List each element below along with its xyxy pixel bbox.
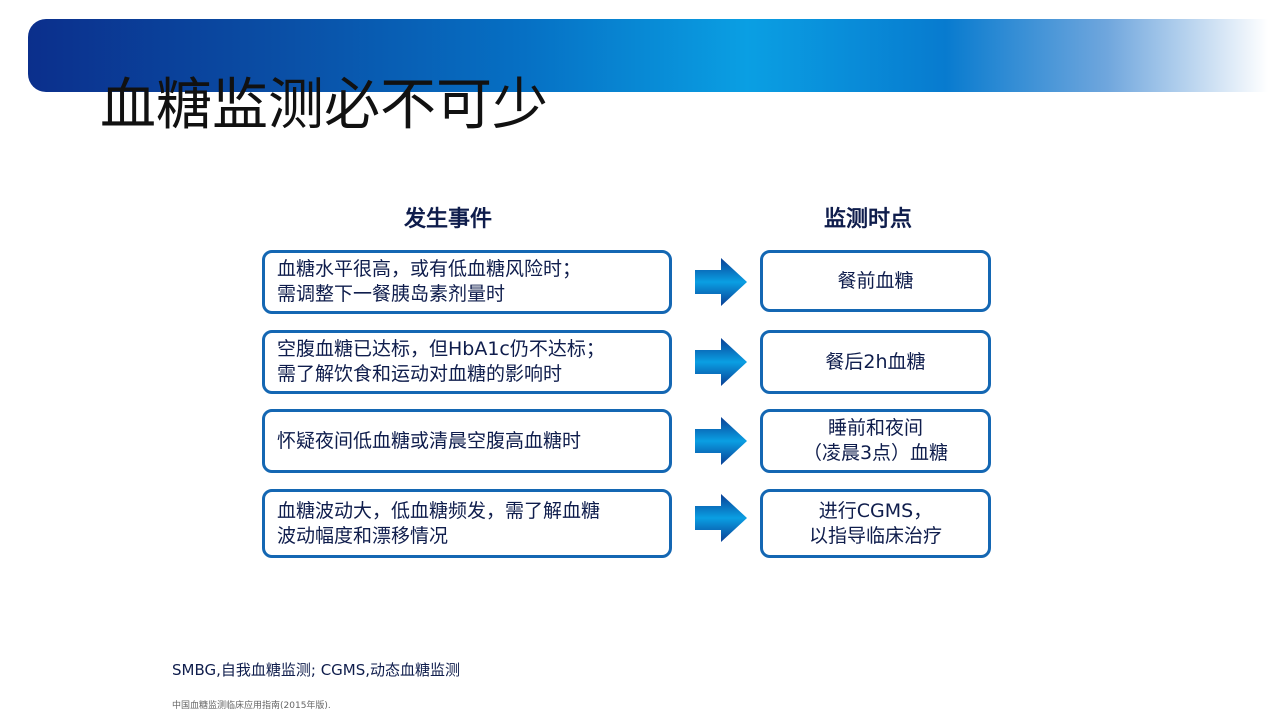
- event-text: 血糖水平很高，或有低血糖风险时；: [277, 258, 582, 280]
- arrow-right-icon: [695, 417, 747, 465]
- event-box: 血糖水平很高，或有低血糖风险时； 需调整下一餐胰岛素剂量时: [262, 250, 672, 314]
- arrow-right-icon: [695, 258, 747, 306]
- timing-text: 睡前和夜间: [827, 417, 923, 439]
- header-banner: [28, 19, 1268, 92]
- timing-box: 睡前和夜间 （凌晨3点）血糖: [760, 409, 991, 473]
- timing-text: 餐后2h血糖: [825, 350, 926, 373]
- arrow-right-icon: [695, 338, 747, 386]
- event-text: 需了解饮食和运动对血糖的影响时: [277, 363, 563, 385]
- timing-text: 以指导临床治疗: [808, 524, 942, 547]
- timing-box: 进行CGMS， 以指导临床治疗: [760, 489, 991, 558]
- event-box: 空腹血糖已达标，但HbA1c仍不达标； 需了解饮食和运动对血糖的影响时: [262, 330, 672, 394]
- timing-column-header: 监测时点: [824, 207, 913, 232]
- events-column-header: 发生事件: [404, 207, 493, 232]
- abbreviation-footnote: SMBG,自我血糖监测; CGMS,动态血糖监测: [172, 661, 461, 679]
- event-text: 血糖波动大，低血糖频发，需了解血糖: [277, 499, 601, 522]
- timing-text: 餐前血糖: [837, 269, 914, 292]
- arrow-right-icon-graphic: [695, 258, 747, 306]
- timing-text: （凌晨3点）血糖: [802, 442, 949, 464]
- event-text: 波动幅度和漂移情况: [277, 524, 449, 547]
- event-box: 血糖波动大，低血糖频发，需了解血糖 波动幅度和漂移情况: [262, 489, 672, 558]
- page-title: 血糖监测必不可少: [100, 73, 548, 138]
- arrow-right-icon-graphic: [695, 338, 747, 386]
- arrow-right-icon-graphic: [695, 494, 747, 542]
- reference-citation: 中国血糖监测临床应用指南(2015年版).: [172, 701, 331, 711]
- timing-box: 餐后2h血糖: [760, 330, 991, 394]
- event-text: 需调整下一餐胰岛素剂量时: [277, 283, 506, 305]
- event-text: 空腹血糖已达标，但HbA1c仍不达标；: [277, 338, 605, 360]
- arrow-right-icon-graphic: [695, 417, 747, 465]
- event-box: 怀疑夜间低血糖或清晨空腹高血糖时: [262, 409, 672, 473]
- timing-text: 进行CGMS，: [818, 499, 933, 522]
- timing-box: 餐前血糖: [760, 250, 991, 312]
- arrow-right-icon: [695, 494, 747, 542]
- event-text: 怀疑夜间低血糖或清晨空腹高血糖时: [277, 429, 582, 452]
